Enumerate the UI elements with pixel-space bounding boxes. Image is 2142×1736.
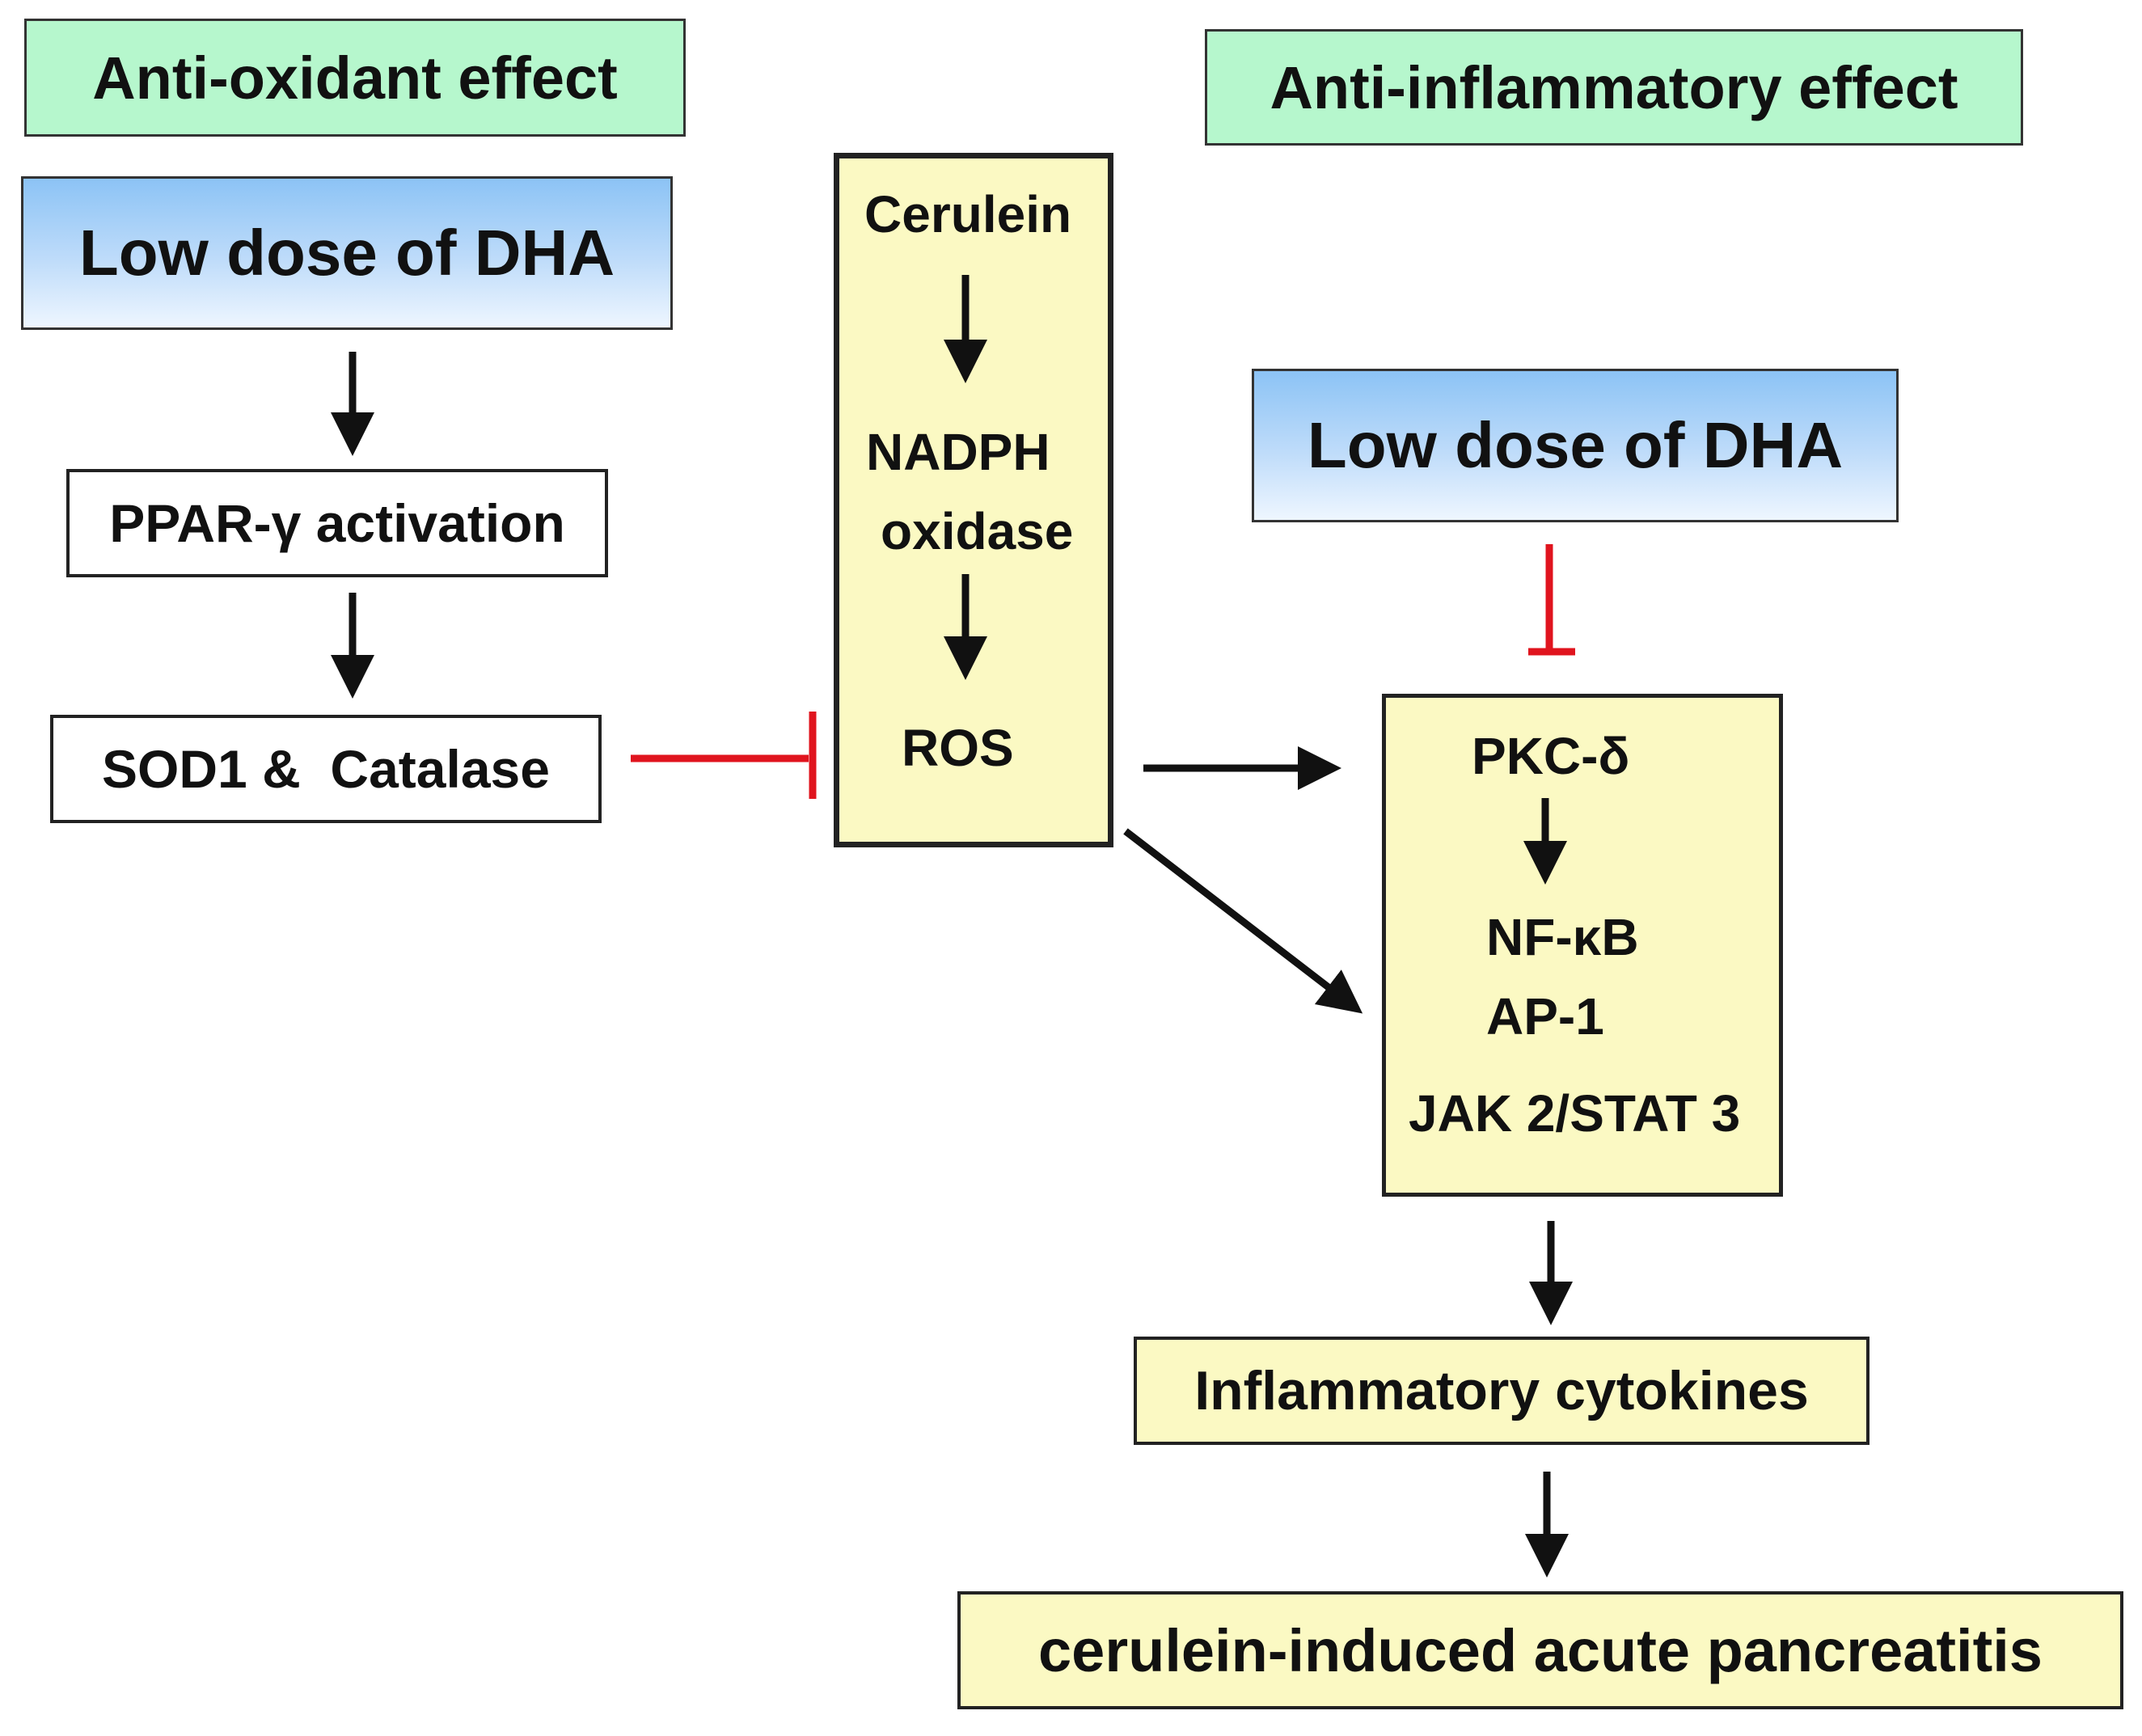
- ros-pathway-box: [834, 153, 1113, 847]
- nfkb-label: NF-κB: [1486, 908, 1639, 966]
- antiinflammatory-header: Anti-inflammatory effect: [1205, 29, 2023, 146]
- antiinflammatory-header-label: Anti-inflammatory effect: [1270, 53, 1958, 121]
- pancreatitis-label: cerulein-induced acute pancreatitis: [1038, 1616, 2043, 1684]
- ppar-label: PPAR-γ activation: [109, 493, 565, 553]
- cytokines-box: Inflammatory cytokines: [1134, 1337, 1869, 1445]
- nadph-label: NADPH: [866, 423, 1050, 481]
- jak-stat-label: JAK 2/STAT 3: [1409, 1084, 1741, 1143]
- sod-catalase-label: SOD1 & Catalase: [102, 739, 550, 799]
- ppar-box: PPAR-γ activation: [66, 469, 608, 577]
- ros-label: ROS: [902, 719, 1014, 777]
- cerulein-label: Cerulein: [864, 185, 1072, 243]
- arrow-ros-to-nfkb: [1123, 828, 1363, 1014]
- antioxidant-header: Anti-oxidant effect: [24, 19, 686, 137]
- pkc-label: PKC-δ: [1472, 727, 1630, 785]
- cytokines-label: Inflammatory cytokines: [1194, 1360, 1809, 1421]
- left-dha-label: Low dose of DHA: [78, 217, 615, 289]
- oxidase-label: oxidase: [881, 502, 1074, 560]
- ap1-label: AP-1: [1486, 987, 1604, 1045]
- right-dha-label: Low dose of DHA: [1307, 409, 1844, 481]
- signaling-box: [1382, 694, 1783, 1197]
- sod-catalase-box: SOD1 & Catalase: [50, 715, 602, 823]
- right-dha-box: Low dose of DHA: [1252, 369, 1899, 522]
- pancreatitis-box: cerulein-induced acute pancreatitis: [957, 1591, 2123, 1709]
- left-dha-box: Low dose of DHA: [21, 176, 673, 330]
- antioxidant-header-label: Anti-oxidant effect: [92, 44, 618, 112]
